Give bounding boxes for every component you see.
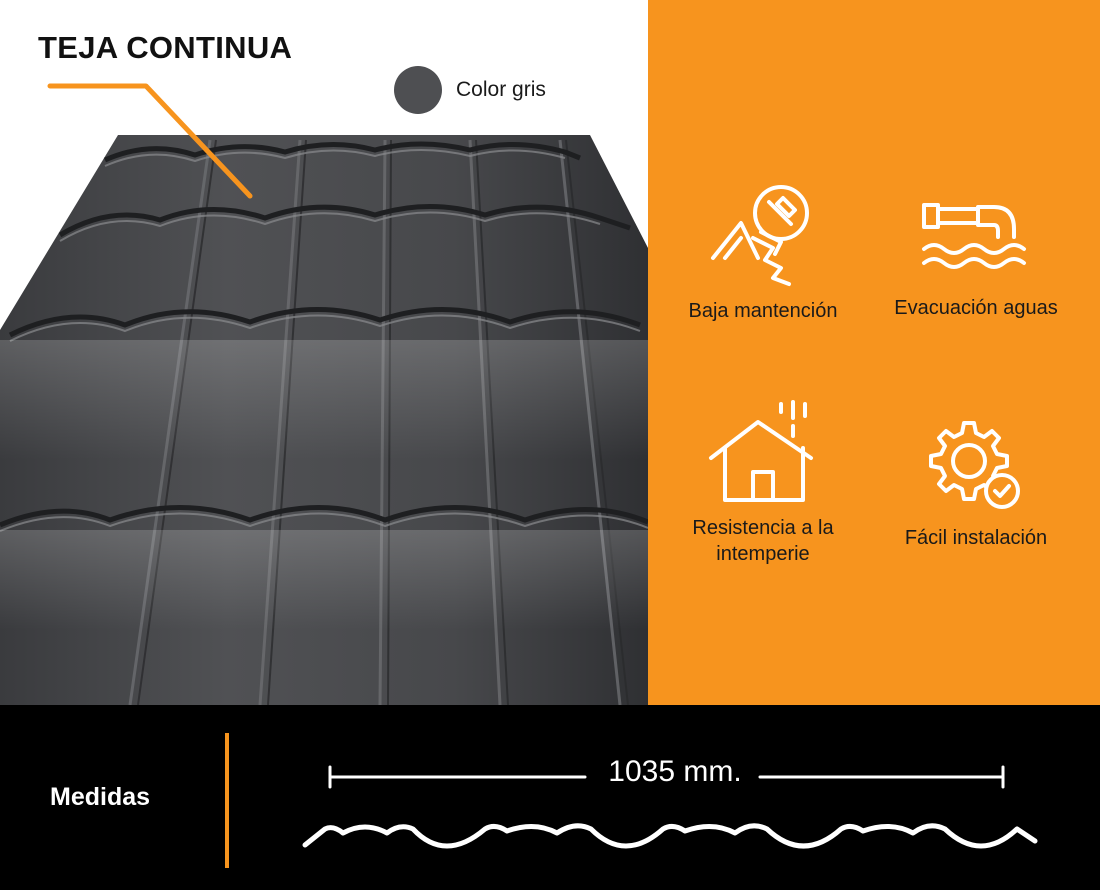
divider (225, 733, 229, 868)
feature-label-line1: Resistencia a la (692, 517, 834, 539)
color-swatch (394, 66, 442, 114)
feature-label: Fácil instalación (904, 527, 1048, 549)
product-title: TEJA CONTINUA (38, 30, 293, 65)
feature-label-line2: intemperie (716, 543, 810, 565)
house-weather-icon (709, 400, 813, 502)
feature-label: Evacuación aguas (894, 297, 1058, 319)
color-option: Color gris (394, 66, 546, 114)
roof-repair-icon (711, 185, 809, 286)
width-measure: 1035 mm. (608, 755, 742, 788)
water-drainage-icon (922, 203, 1026, 269)
product-image-panel: TEJA CONTINUA Color gris (0, 0, 648, 705)
dimension-line (328, 765, 1005, 789)
measures-bar: Medidas 1035 mm. (0, 705, 1100, 890)
feature-easy-installation: Fácil instalación (876, 415, 1076, 551)
gear-check-icon (929, 421, 1020, 509)
roof-tile-image (0, 135, 648, 705)
feature-water-drainage: Evacuación aguas (876, 185, 1076, 321)
feature-weather-resistance: Resistencia a la intemperie (663, 400, 863, 567)
measures-label: Medidas (50, 783, 151, 811)
feature-low-maintenance: Baja mantención (663, 178, 863, 324)
features-panel: Baja mantención Evacuación aguas (648, 0, 1100, 705)
color-label: Color gris (456, 78, 546, 101)
tile-profile-drawing (302, 823, 1038, 849)
feature-label: Baja mantención (688, 300, 838, 322)
feature-label: Resistencia a la intemperie (663, 515, 863, 567)
